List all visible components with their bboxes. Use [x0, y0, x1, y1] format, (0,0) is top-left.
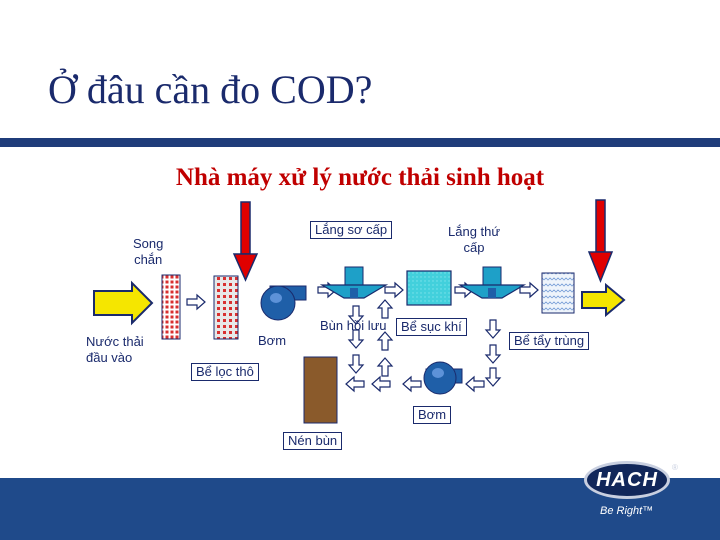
grit-chamber-label: Bể lọc thô: [191, 363, 259, 381]
aeration-basin-label: Bể sục khí: [396, 318, 467, 336]
pump-2-label: Bơm: [413, 406, 452, 424]
flow-arrow-icon: [377, 357, 393, 377]
sampling-arrow-icon: [232, 201, 259, 282]
secondary-clarifier-label: Lắng thứ cấp: [448, 224, 501, 255]
slide-title: Ở đâu cần đo COD?: [48, 67, 373, 112]
flow-arrow-icon: [371, 376, 391, 392]
disinfection-tank-label: Bể tẩy trùng: [509, 332, 590, 350]
pump-icon: [260, 285, 307, 321]
clarifier-icon: [319, 266, 389, 299]
brand-tagline: Be Right™: [600, 505, 654, 517]
flow-arrow-icon: [485, 344, 501, 364]
screen-icon: [161, 274, 181, 340]
clarifier-icon: [457, 266, 527, 299]
primary-clarifier-label: Lắng sơ cấp: [310, 221, 393, 239]
pump-icon: [423, 361, 463, 395]
aeration-basin: [406, 270, 452, 306]
grit-chamber: [213, 275, 239, 340]
logo-text: HACH: [596, 468, 658, 491]
screen-label: Song chắn: [133, 236, 164, 267]
influent-label: Nước thải đầu vào: [86, 334, 144, 365]
flow-arrow-icon: [384, 282, 404, 298]
flow-arrow-icon: [345, 376, 365, 392]
flow-arrow-icon: [485, 367, 501, 387]
flow-arrow-icon: [485, 319, 501, 339]
diagram-subtitle: Nhà máy xử lý nước thải sinh hoạt: [175, 164, 545, 191]
sludge-thickener-label: Nén bùn: [283, 432, 343, 450]
flow-arrow-icon: [377, 331, 393, 351]
flow-arrow-icon: [348, 354, 364, 374]
sludge-thickener: [303, 356, 338, 424]
return-sludge-label: Bùn hồi lưu: [320, 318, 387, 333]
registered-mark: ®: [672, 463, 678, 472]
flow-arrow-icon: [465, 376, 485, 392]
disinfection-tank: [541, 272, 575, 314]
pump-1-label: Bơm: [258, 333, 287, 348]
title-divider: [0, 138, 720, 147]
flow-arrow-icon: [377, 299, 393, 319]
outlet-arrow-icon: [581, 282, 626, 318]
inlet-arrow-icon: [93, 280, 154, 326]
hach-logo: HACH: [584, 461, 670, 499]
flow-arrow-icon: [402, 376, 422, 392]
flow-arrow-icon: [186, 294, 206, 310]
sampling-arrow-icon: [587, 199, 614, 284]
